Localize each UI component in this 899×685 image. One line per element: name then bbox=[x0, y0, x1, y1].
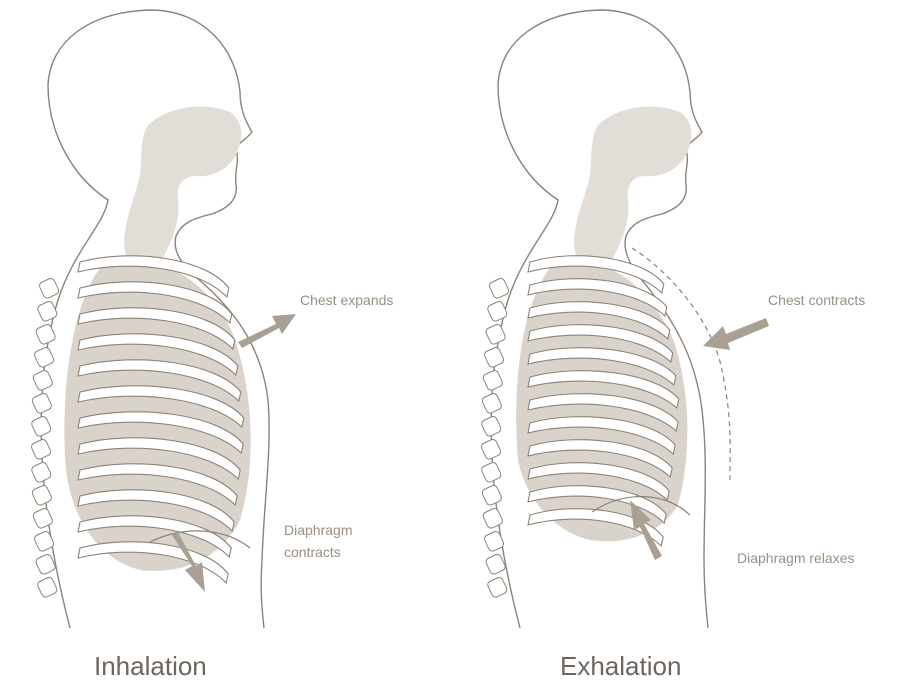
vertebra bbox=[38, 277, 60, 299]
airway bbox=[124, 106, 241, 276]
vertebra bbox=[481, 484, 503, 506]
vertebra bbox=[485, 323, 507, 345]
vertebra bbox=[36, 576, 58, 598]
vertebra bbox=[486, 300, 508, 322]
vertebra bbox=[480, 461, 502, 483]
vertebra bbox=[486, 576, 508, 598]
vertebra bbox=[485, 553, 507, 575]
vertebra bbox=[33, 346, 55, 368]
inhalation-title: Inhalation bbox=[94, 651, 207, 681]
diaphragm-relaxes-label: Diaphragm relaxes bbox=[737, 550, 855, 566]
vertebra bbox=[488, 277, 510, 299]
vertebra bbox=[482, 507, 504, 529]
vertebra bbox=[480, 415, 502, 437]
vertebra bbox=[35, 553, 57, 575]
vertebra bbox=[30, 438, 52, 460]
chest-contracts-label: Chest contracts bbox=[768, 292, 865, 308]
airway bbox=[574, 106, 691, 276]
spine bbox=[480, 277, 510, 598]
vertebra bbox=[483, 346, 505, 368]
spine bbox=[30, 277, 60, 598]
vertebra bbox=[31, 392, 53, 414]
vertebra bbox=[480, 438, 502, 460]
vertebra bbox=[33, 530, 55, 552]
exhalation-title: Exhalation bbox=[560, 651, 681, 681]
vertebra bbox=[30, 415, 52, 437]
vertebra bbox=[32, 507, 54, 529]
vertebra bbox=[481, 392, 503, 414]
exhalation-panel: Chest contracts Diaphragm relaxes Exhala… bbox=[480, 10, 865, 681]
vertebra bbox=[36, 300, 58, 322]
diaphragm-label-line-2: contracts bbox=[284, 544, 341, 560]
inhalation-panel: Chest expands Diaphragm contracts Inhala… bbox=[30, 10, 393, 681]
vertebra bbox=[482, 369, 504, 391]
chest-expand-arrow bbox=[238, 314, 296, 348]
vertebra bbox=[483, 530, 505, 552]
chest-expands-label: Chest expands bbox=[300, 292, 393, 308]
vertebra bbox=[35, 323, 57, 345]
vertebra bbox=[30, 461, 52, 483]
chest-contract-arrow bbox=[703, 318, 769, 350]
vertebra bbox=[32, 369, 54, 391]
vertebra bbox=[31, 484, 53, 506]
diaphragm-label-line-1: Diaphragm bbox=[284, 522, 352, 538]
